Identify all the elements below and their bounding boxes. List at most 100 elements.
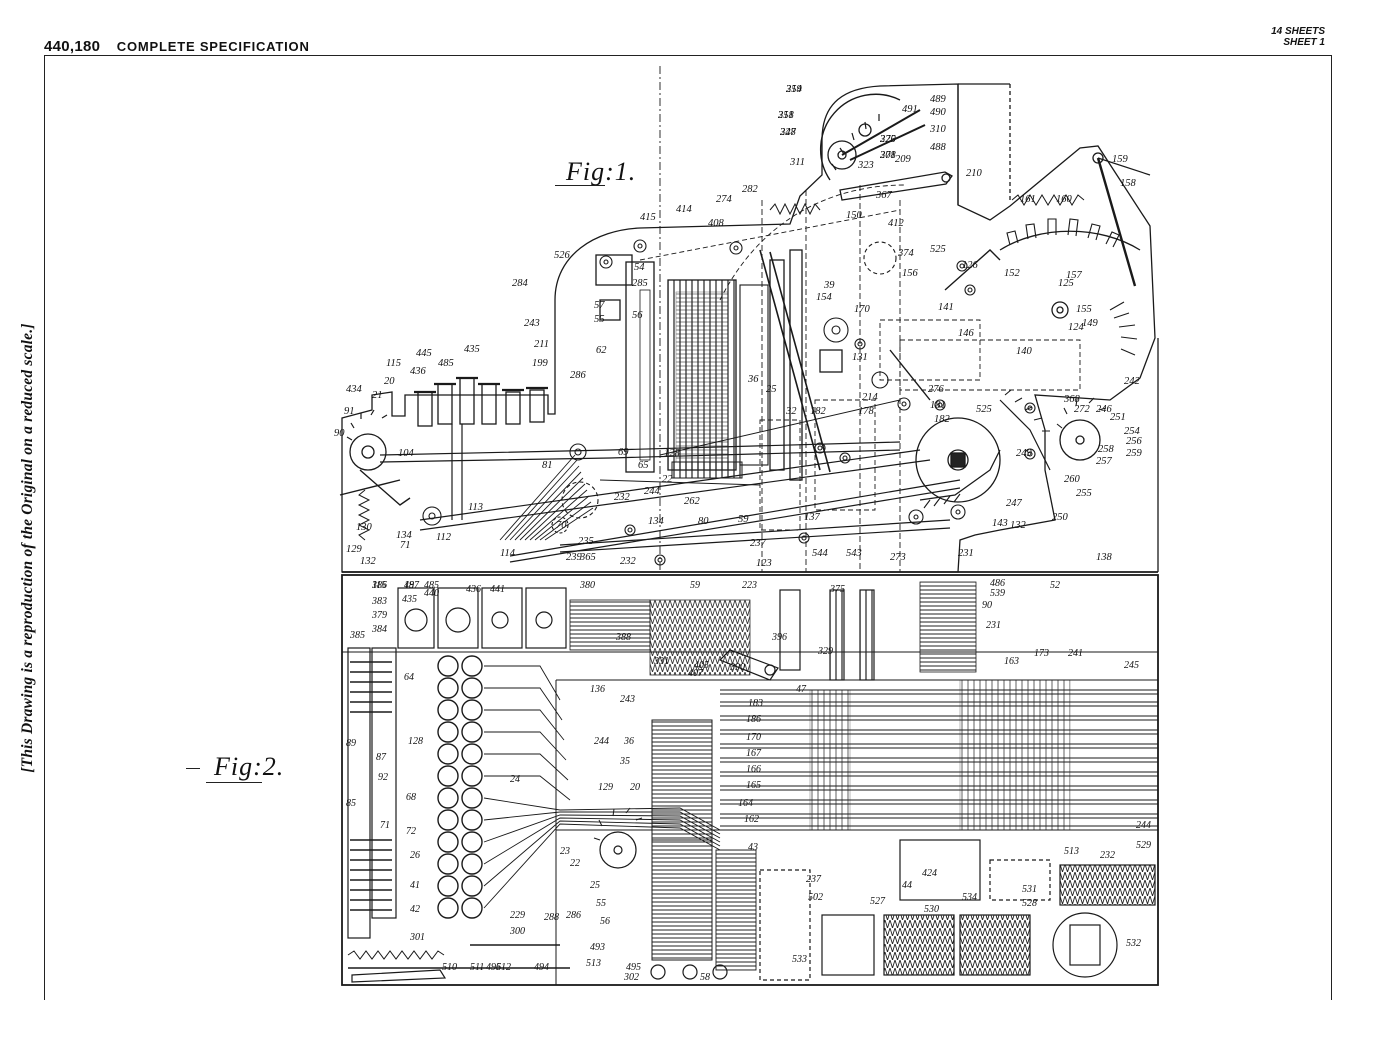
reference-numeral: 128	[408, 736, 423, 747]
reference-numeral: 368	[1063, 394, 1081, 405]
reference-numeral: 160	[1056, 194, 1073, 205]
reference-numeral: 182	[810, 406, 827, 417]
reference-numeral: 210	[966, 168, 983, 179]
reference-numeral: 70	[556, 520, 567, 531]
reference-numeral: 54	[634, 262, 645, 273]
sheets-total: 14 SHEETS	[1271, 26, 1325, 37]
reference-numeral: 485	[424, 580, 439, 591]
reference-numeral: 247	[1006, 498, 1023, 509]
reference-numeral: 92	[378, 772, 388, 783]
reference-numeral: 488	[930, 142, 947, 153]
reference-numeral: 529	[1136, 840, 1151, 851]
reference-numeral: 249	[1016, 448, 1033, 459]
reference-numeral: 286	[570, 370, 587, 381]
reference-numeral: 383	[371, 596, 387, 607]
reference-numeral: 254	[1124, 426, 1141, 437]
reference-numeral: 232	[1100, 850, 1115, 861]
reference-numeral: 415	[640, 212, 656, 223]
reference-numeral: 155	[1076, 304, 1092, 315]
reference-numeral: 435	[464, 344, 480, 355]
reference-numeral: 41	[410, 880, 420, 891]
reference-numeral: 235	[578, 536, 594, 547]
reference-numeral: 243	[620, 694, 635, 705]
reference-numeral: 251	[1110, 412, 1126, 423]
reference-numeral: 59	[738, 514, 749, 525]
frame-right-border	[1331, 55, 1332, 1000]
reference-numeral: 161	[1020, 194, 1036, 205]
reference-numeral: 159	[1112, 154, 1129, 165]
reference-numeral: 490	[930, 107, 947, 118]
reference-numeral: 87	[376, 752, 387, 763]
reference-numeral: 241	[1068, 648, 1083, 659]
reference-numeral: 510	[442, 962, 457, 973]
reference-numeral: 331	[653, 656, 669, 667]
reference-numeral: 209	[895, 154, 912, 165]
reference-numeral: 71	[400, 540, 411, 551]
reference-numeral: 59	[690, 580, 700, 591]
reference-numeral: 405	[694, 660, 709, 671]
reference-numeral: 22	[570, 858, 580, 869]
reference-numeral: 126	[962, 260, 979, 271]
reference-numeral: 62	[596, 345, 607, 356]
reference-numeral: 85	[346, 798, 356, 809]
reference-numeral: 55	[596, 898, 606, 909]
reference-numeral: 258	[1098, 444, 1115, 455]
reference-numeral: 167	[746, 748, 762, 759]
reference-numeral: 256	[1126, 436, 1143, 447]
reference-numeral: 440	[424, 588, 439, 599]
reference-numeral: 367	[875, 190, 893, 201]
reference-numeral: 543	[846, 548, 862, 559]
reference-numeral: 493	[590, 942, 605, 953]
sheet-info: 14 SHEETS SHEET 1	[1271, 26, 1325, 48]
reference-numeral: 152	[1004, 268, 1021, 279]
specification-title: COMPLETE SPECIFICATION	[116, 39, 310, 54]
reference-numeral: 123	[756, 558, 772, 569]
reference-numeral: 310	[929, 124, 947, 135]
reference-numeral: 385	[349, 630, 365, 641]
reference-numeral: 36	[623, 736, 634, 747]
reference-numeral: 246	[1096, 404, 1113, 415]
reference-numeral: 301	[409, 932, 425, 943]
reference-numeral: 237	[806, 874, 822, 885]
reference-numeral: 512	[496, 962, 511, 973]
reference-numeral: 173	[1034, 648, 1049, 659]
reference-numeral: 282	[742, 184, 759, 195]
reference-numeral: 259	[1126, 448, 1143, 459]
reference-numeral: 55	[594, 314, 605, 325]
reference-numeral: 365	[579, 552, 596, 563]
reference-numeral: 69	[618, 447, 629, 458]
reference-numeral: 223	[742, 580, 757, 591]
reference-numeral: 487	[404, 580, 420, 591]
reference-numeral: 232	[614, 492, 631, 503]
reference-numeral: 80	[698, 516, 709, 527]
reference-numeral: 104	[398, 448, 415, 459]
reference-numeral: 182	[934, 414, 951, 425]
reference-numeral: 288	[544, 912, 559, 923]
reference-numeral: 327	[779, 127, 797, 138]
reference-numeral: 64	[404, 672, 414, 683]
reference-numeral: 308	[879, 150, 897, 161]
reference-numeral: 199	[532, 358, 549, 369]
reference-numeral: 129	[346, 544, 363, 555]
reference-numeral: 183	[748, 698, 763, 709]
reference-numeral: 36	[747, 374, 759, 385]
reference-numeral: 112	[436, 532, 452, 543]
reference-numeral: 441	[490, 584, 505, 595]
figure-2-underline	[206, 782, 262, 783]
reference-numeral: 130	[356, 522, 373, 533]
reference-numeral: 25	[590, 880, 600, 891]
figure-1-label: Fig:1.	[566, 157, 637, 186]
reference-numeral: 244	[1136, 820, 1151, 831]
reference-numeral: 271	[880, 150, 896, 161]
reference-numeral: 146	[958, 328, 975, 339]
reference-numeral: 24	[510, 774, 520, 785]
reference-numeral: 164	[738, 798, 753, 809]
reference-numeral: 132	[360, 556, 377, 567]
reference-numeral: 244	[644, 486, 661, 497]
reference-numeral: 539	[990, 588, 1005, 599]
reference-numeral: 445	[416, 348, 432, 359]
reference-numeral: 162	[744, 814, 759, 825]
reference-numeral: 132	[1010, 520, 1027, 531]
reference-numeral: 502	[808, 892, 823, 903]
